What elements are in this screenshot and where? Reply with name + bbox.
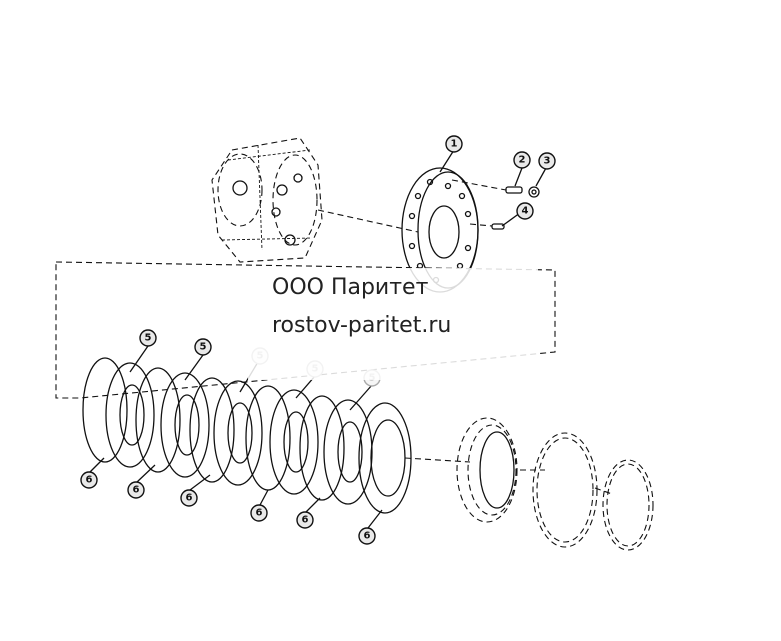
- callout-6e: 6: [296, 511, 314, 529]
- callout-label-3: 3: [544, 156, 551, 167]
- callout-label-6d: 6: [256, 508, 263, 519]
- callout-label-5b: 5: [200, 342, 207, 353]
- piston-ring-set: [456, 417, 518, 523]
- seal-ring-large: [532, 432, 598, 548]
- clutch-disc-stack: [82, 357, 412, 514]
- watermark-company: ООО Паритет: [248, 268, 538, 308]
- callout-6c: 6: [180, 489, 198, 507]
- callout-label-6f: 6: [364, 531, 371, 542]
- callout-label-2: 2: [519, 155, 526, 166]
- callout-1: 1: [445, 135, 463, 153]
- callout-5a: 5: [139, 329, 157, 347]
- bolt-part: [491, 223, 505, 230]
- callout-6f: 6: [358, 527, 376, 545]
- pin-part: [505, 186, 523, 194]
- watermark-site: rostov-paritet.ru: [248, 308, 538, 380]
- callout-6a: 6: [80, 471, 98, 489]
- callout-label-1: 1: [451, 139, 458, 150]
- callout-label-6a: 6: [86, 475, 93, 486]
- housing-assembly: [211, 137, 323, 263]
- callout-label-6b: 6: [133, 485, 140, 496]
- callout-4: 4: [516, 202, 534, 220]
- callout-label-6c: 6: [186, 493, 193, 504]
- callout-label-6e: 6: [302, 515, 309, 526]
- callout-6d: 6: [250, 504, 268, 522]
- seal-ring-small: [602, 459, 654, 551]
- callout-3: 3: [538, 152, 556, 170]
- callout-label-4: 4: [522, 206, 529, 217]
- callout-6b: 6: [127, 481, 145, 499]
- nut-part: [528, 186, 540, 198]
- callout-2: 2: [513, 151, 531, 169]
- callout-label-5a: 5: [145, 333, 152, 344]
- callout-5b: 5: [194, 338, 212, 356]
